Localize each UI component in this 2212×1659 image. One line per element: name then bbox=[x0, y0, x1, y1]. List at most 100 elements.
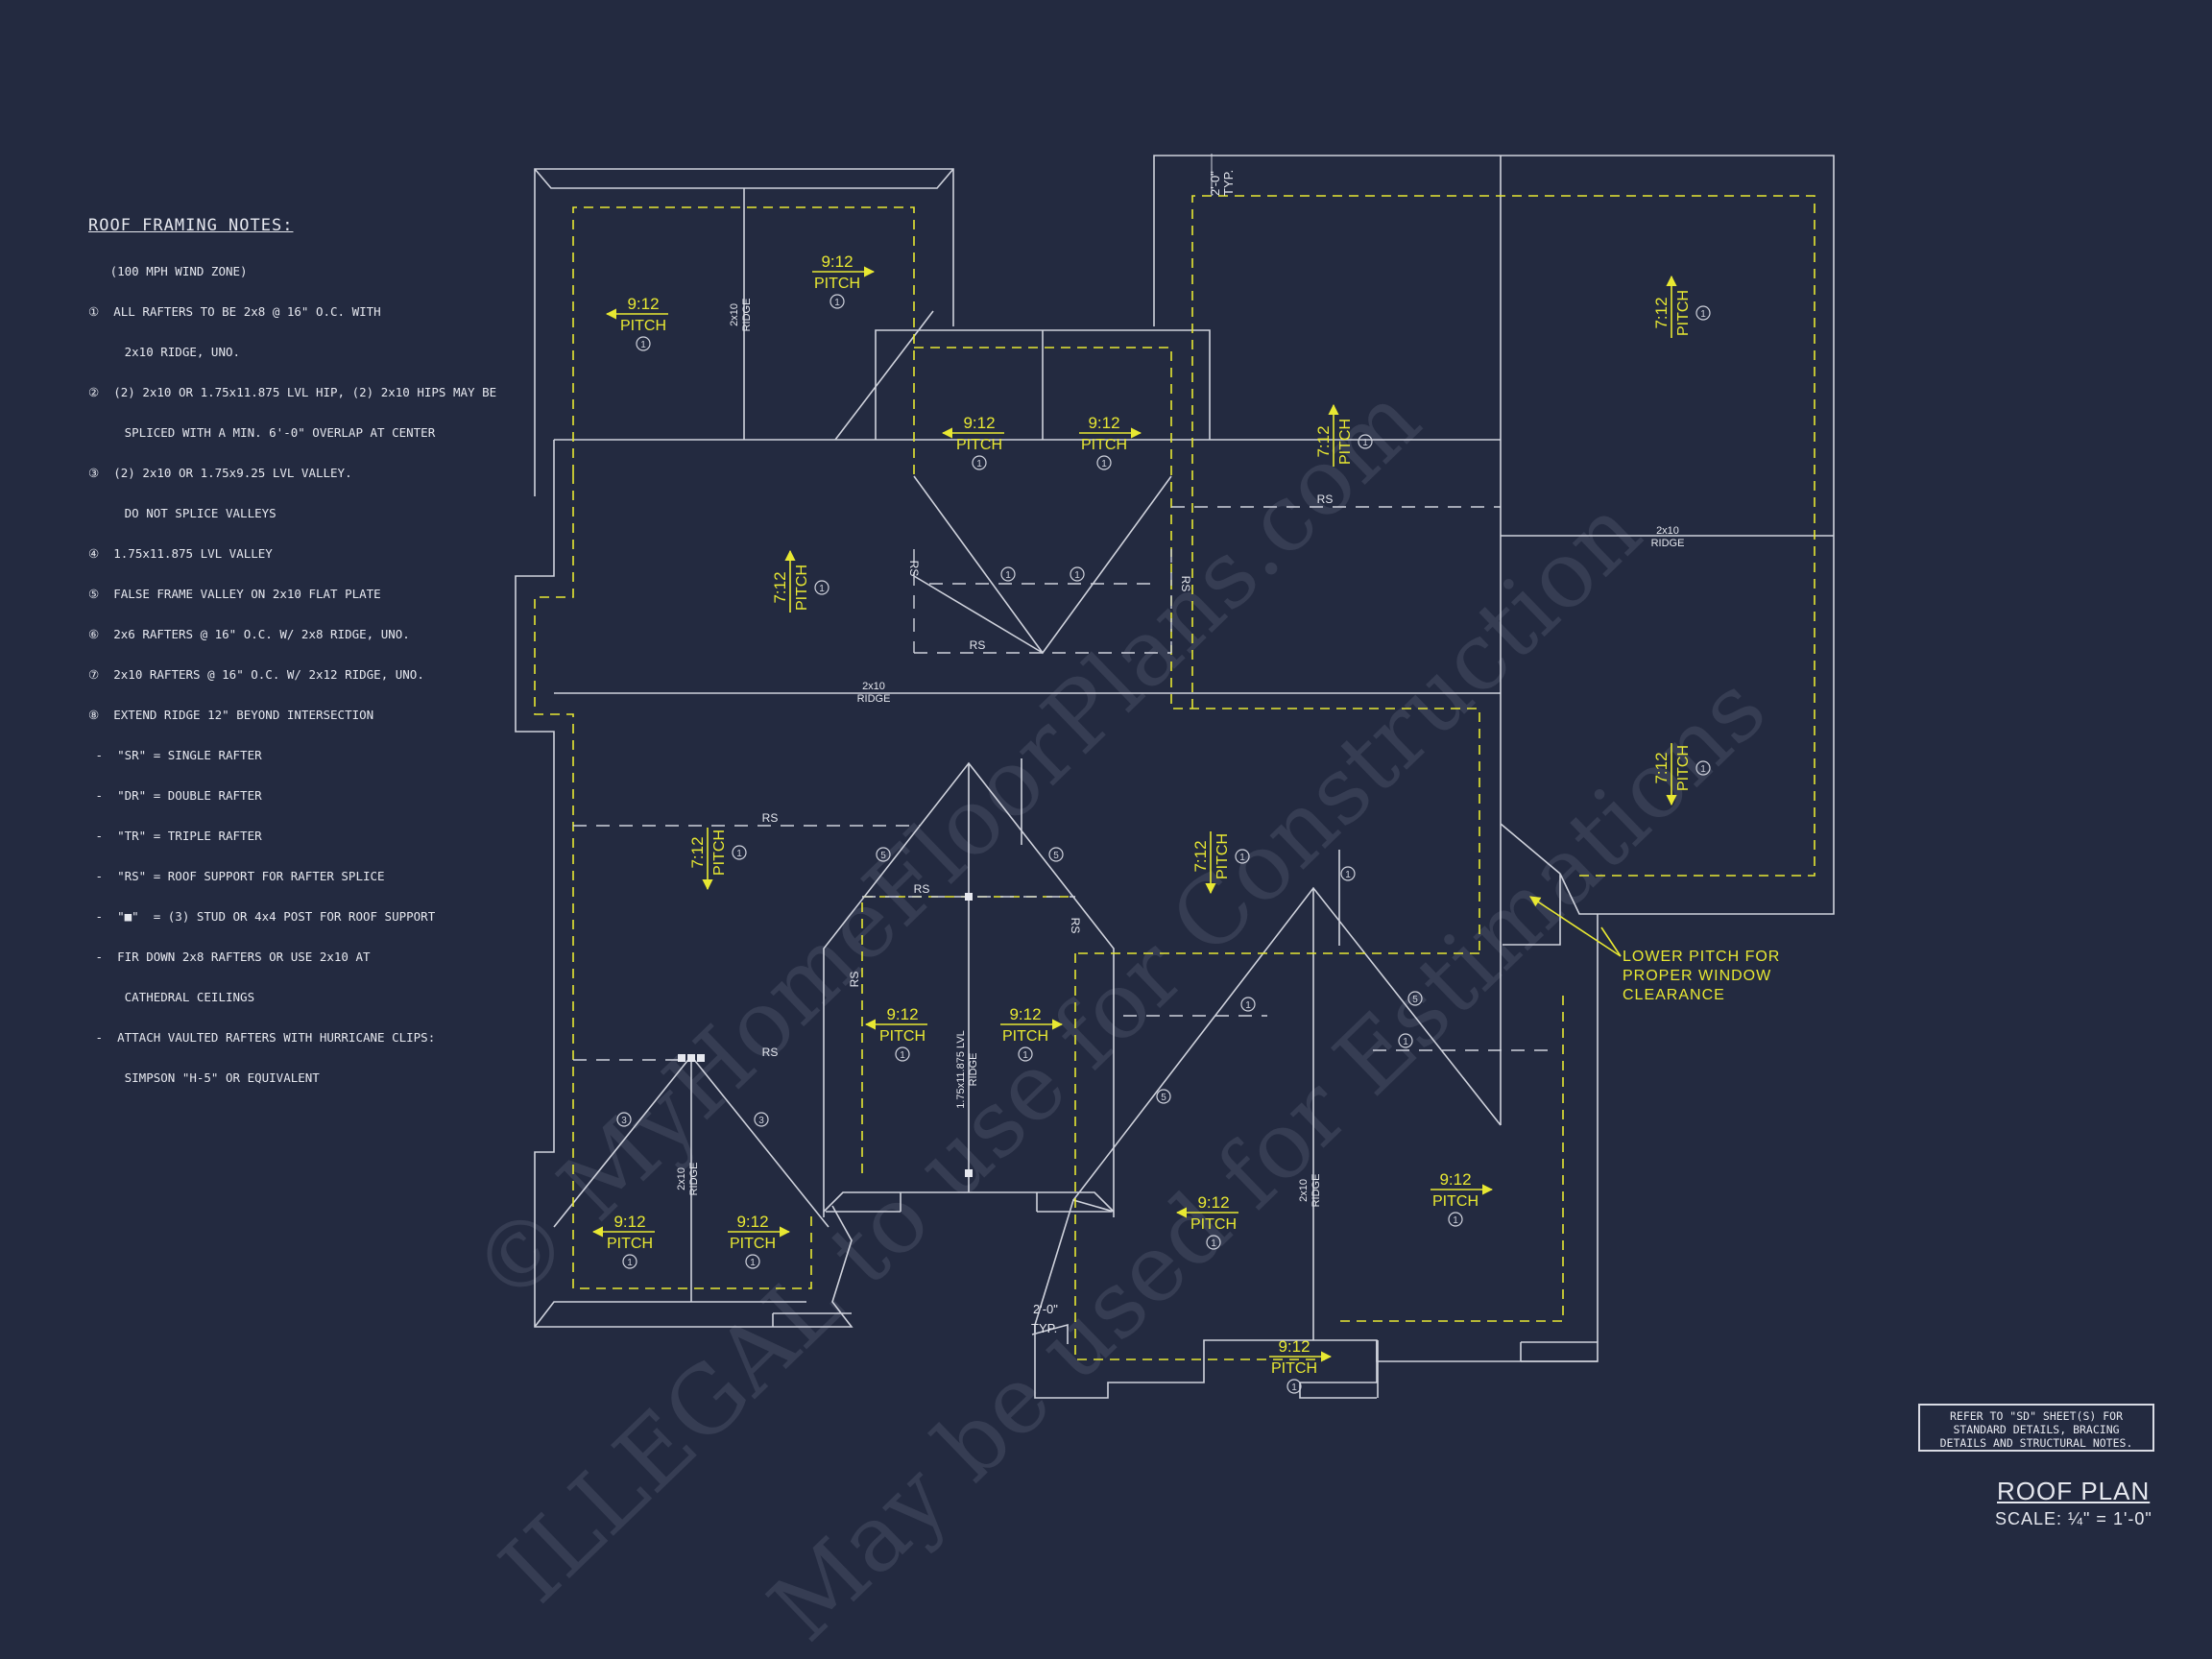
refer-line: STANDARD DETAILS, BRACING bbox=[1953, 1423, 2120, 1436]
detail-circle bbox=[1448, 1212, 1463, 1227]
detail-circle bbox=[732, 845, 747, 860]
rs-label: RS bbox=[914, 882, 930, 896]
sheet-title: ROOF PLAN bbox=[1997, 1477, 2151, 1505]
detail-number: 1 bbox=[1239, 853, 1245, 863]
notes-line: - "SR" = SINGLE RAFTER bbox=[88, 748, 262, 762]
pitch-value: 9:12 bbox=[627, 295, 659, 313]
callout-line: CLEARANCE bbox=[1623, 987, 1725, 1003]
notes-line: ⑦ 2x10 RAFTERS @ 16" O.C. W/ 2x12 RIDGE,… bbox=[88, 667, 424, 682]
detail-number: 1 bbox=[1453, 1215, 1458, 1226]
rs-label: RS bbox=[1317, 493, 1334, 506]
pitch-value: 7:12 bbox=[771, 571, 789, 603]
notes-line: ⑤ FALSE FRAME VALLEY ON 2x10 FLAT PLATE bbox=[88, 587, 381, 601]
detail-circle bbox=[1156, 1089, 1171, 1104]
pitch-value: 9:12 bbox=[1278, 1337, 1310, 1356]
detail-number: 5 bbox=[880, 851, 886, 861]
pitch-value: 9:12 bbox=[1009, 1005, 1041, 1023]
roof-framing-notes: ROOF FRAMING NOTES: (100 MPH WIND ZONE) … bbox=[88, 192, 496, 1112]
pitch-word: PITCH bbox=[814, 276, 860, 292]
pitch-value: 7:12 bbox=[1652, 752, 1671, 783]
detail-number: 1 bbox=[976, 459, 982, 469]
ridge-size: 2x10 bbox=[1656, 525, 1679, 537]
callout-leader bbox=[1600, 926, 1622, 957]
typ-label: TYP. bbox=[1221, 170, 1236, 196]
detail-number: 1 bbox=[1211, 1238, 1216, 1249]
detail-number: 1 bbox=[1101, 459, 1107, 469]
pitch-word: PITCH bbox=[1337, 419, 1354, 465]
detail-circle bbox=[1096, 455, 1112, 470]
typ-label: TYP. bbox=[1031, 1321, 1057, 1335]
typ-dimensions: 2'-0" TYP. 2'-0" TYP. bbox=[1031, 170, 1236, 1335]
notes-line: 2x10 RIDGE, UNO. bbox=[88, 345, 241, 359]
pitch-value: 9:12 bbox=[1088, 414, 1119, 432]
lvl-ridge-size: 1.75x11.875 LVL bbox=[955, 1030, 967, 1109]
detail-number: 1 bbox=[1345, 870, 1351, 880]
detail-circle bbox=[1286, 1379, 1302, 1394]
detail-circle bbox=[1358, 434, 1373, 449]
detail-number: 1 bbox=[819, 584, 825, 594]
pitch-value: 9:12 bbox=[886, 1005, 918, 1023]
notes-line: (100 MPH WIND ZONE) bbox=[88, 264, 248, 278]
detail-circle bbox=[1000, 566, 1016, 582]
ridge-size: 2x10 bbox=[729, 303, 740, 326]
typ-dim: 2'-0" bbox=[1033, 1302, 1058, 1316]
post-markers bbox=[678, 893, 973, 1177]
callout-leader bbox=[1529, 896, 1622, 957]
detail-number: 1 bbox=[1074, 570, 1080, 581]
detail-circle bbox=[1407, 991, 1423, 1006]
detail-circle bbox=[830, 294, 845, 309]
notes-line: CATHEDRAL CEILINGS bbox=[88, 990, 255, 1004]
notes-line: ④ 1.75x11.875 LVL VALLEY bbox=[88, 546, 273, 561]
detail-number: 1 bbox=[1700, 309, 1706, 320]
detail-circle bbox=[1695, 305, 1711, 321]
detail-circle bbox=[1398, 1033, 1413, 1048]
notes-heading: ROOF FRAMING NOTES: bbox=[88, 216, 294, 235]
detail-circle bbox=[616, 1112, 632, 1127]
ridge-label: RIDGE bbox=[1651, 538, 1685, 549]
pitch-value: 7:12 bbox=[1191, 840, 1210, 872]
notes-line: ① ALL RAFTERS TO BE 2x8 @ 16" O.C. WITH bbox=[88, 304, 381, 319]
detail-number: 1 bbox=[1022, 1050, 1028, 1061]
pitch-labels: 9:12PITCH9:12PITCH9:12PITCH9:12PITCH7:12… bbox=[591, 252, 1692, 1377]
detail-number: 1 bbox=[750, 1258, 756, 1268]
detail-number: 1 bbox=[736, 849, 742, 859]
refer-line: REFER TO "SD" SHEET(S) FOR bbox=[1949, 1409, 2123, 1423]
detail-circle bbox=[1018, 1046, 1033, 1062]
notes-line: - "RS" = ROOF SUPPORT FOR RAFTER SPLICE bbox=[88, 869, 385, 883]
pitch-word: PITCH bbox=[711, 830, 728, 876]
notes-line: ⑧ EXTEND RIDGE 12" BEYOND INTERSECTION bbox=[88, 708, 374, 722]
pitch-value: 9:12 bbox=[736, 1213, 768, 1231]
notes-line: - "DR" = DOUBLE RAFTER bbox=[88, 788, 262, 803]
roof-support-lines bbox=[573, 506, 1555, 1061]
notes-line: - ATTACH VAULTED RAFTERS WITH HURRICANE … bbox=[88, 1030, 436, 1045]
pitch-word: PITCH bbox=[730, 1236, 776, 1252]
detail-number: 1 bbox=[900, 1050, 905, 1061]
ridge-labels: 2x10 RIDGE 2x10 RIDGE 2x10 RIDGE 2x10 RI… bbox=[676, 299, 1684, 1208]
rs-labels: RS RS RS RS RS RS RS RS RS bbox=[762, 493, 1334, 1059]
ridge-label: RIDGE bbox=[1310, 1174, 1322, 1208]
refer-note-box: REFER TO "SD" SHEET(S) FOR STANDARD DETA… bbox=[1918, 1404, 2154, 1452]
rs-label: RS bbox=[970, 638, 986, 652]
pitch-value: 9:12 bbox=[963, 414, 995, 432]
detail-circle bbox=[1070, 566, 1085, 582]
detail-number: 3 bbox=[758, 1116, 764, 1126]
notes-line: ⑥ 2x6 RAFTERS @ 16" O.C. W/ 2x8 RIDGE, U… bbox=[88, 627, 410, 641]
detail-number: 1 bbox=[1700, 764, 1706, 775]
ridge-label: RIDGE bbox=[688, 1163, 700, 1196]
pitch-word: PITCH bbox=[1432, 1193, 1479, 1210]
detail-number: 3 bbox=[621, 1116, 627, 1126]
detail-circle bbox=[622, 1254, 637, 1269]
detail-circle bbox=[1048, 847, 1064, 862]
callout-text: LOWER PITCH FOR PROPER WINDOW CLEARANCE bbox=[1623, 949, 1779, 1003]
detail-circle bbox=[972, 455, 987, 470]
